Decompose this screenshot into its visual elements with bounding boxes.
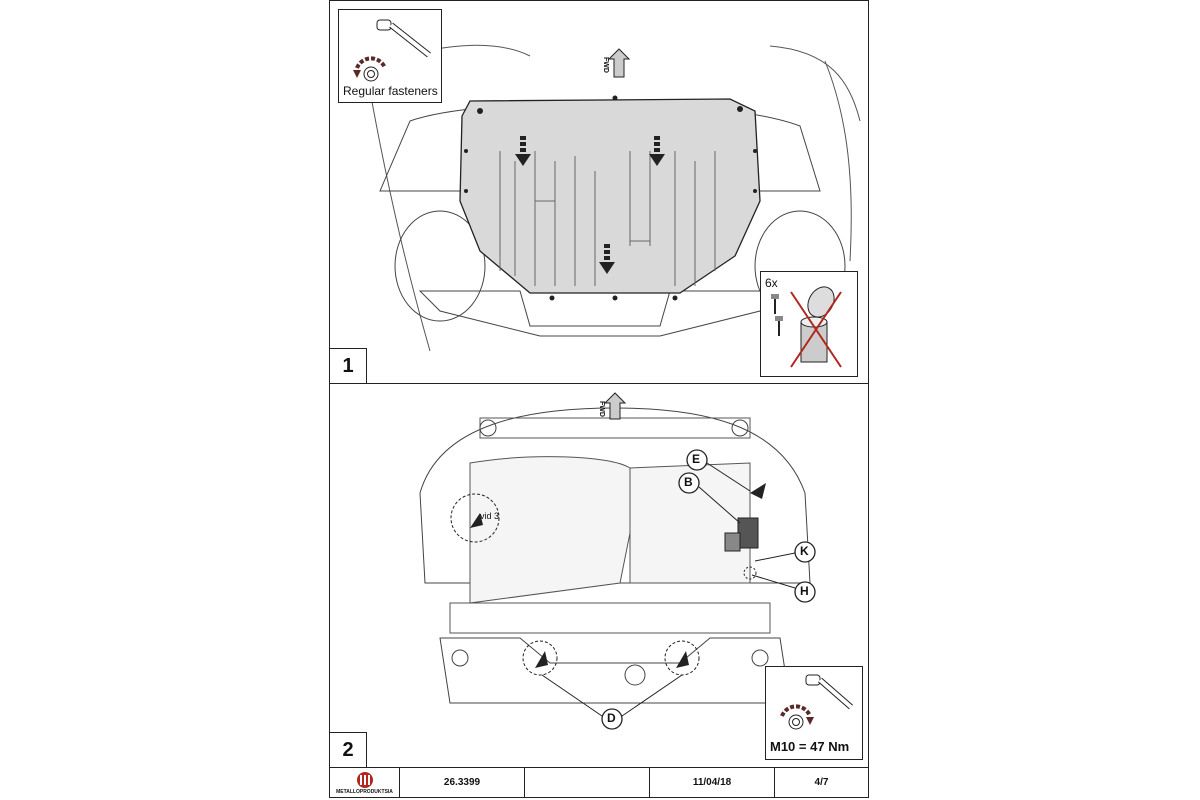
article-number: 26.3399	[400, 767, 525, 798]
brand-logo-icon	[356, 771, 373, 788]
brand-cell: METALLOPRODUKTSIA	[330, 767, 400, 798]
page-number: 4/7	[814, 777, 829, 788]
torque-legend: M10 = 47 Nm	[765, 666, 863, 760]
issue-date: 11/04/18	[650, 767, 775, 798]
regular-fasteners-legend: Regular fasteners	[338, 9, 442, 103]
fwd-label-2: FWD	[598, 401, 605, 417]
instruction-sheet: FWD Regular fasteners 6x	[329, 0, 869, 798]
ratchet-wrench-icon	[353, 19, 431, 82]
fwd-label: FWD	[602, 57, 609, 73]
callout-b: B	[684, 475, 693, 489]
callout-d: D	[607, 711, 616, 725]
brand-name: METALLOPRODUKTSIA	[336, 788, 393, 795]
panel-2-drawing	[419, 392, 816, 730]
torque-size-label: M10 =	[770, 739, 807, 754]
quantity-label: 6x	[765, 276, 778, 290]
fwd-arrow-icon-2	[603, 392, 627, 420]
title-block: METALLOPRODUKTSIA 26.3399 11/04/18 4/7	[330, 767, 868, 798]
panel-1-drawing	[369, 44, 861, 352]
panel-1: FWD Regular fasteners 6x	[330, 1, 868, 384]
fwd-arrow-icon	[607, 48, 631, 78]
blank-cell	[525, 767, 650, 798]
callout-k: K	[800, 544, 809, 558]
callout-h: H	[800, 584, 809, 598]
fastener-detail-box: 6x	[760, 271, 858, 377]
panel-number-2: 2	[330, 732, 367, 767]
callout-e: E	[692, 452, 701, 466]
panel-number-1: 1	[330, 348, 367, 383]
mount-arrows	[515, 136, 665, 274]
legend-caption: Regular fasteners	[343, 84, 438, 98]
bolt-nut-icon	[771, 286, 842, 368]
torque-value: 47 Nm	[810, 739, 850, 754]
torque-wrench-icon	[780, 674, 853, 730]
detail-view-label: vid 3	[480, 511, 500, 521]
panel-2: FWD vid 3 E B K H D M10 = 47 Nm 2	[330, 383, 868, 768]
